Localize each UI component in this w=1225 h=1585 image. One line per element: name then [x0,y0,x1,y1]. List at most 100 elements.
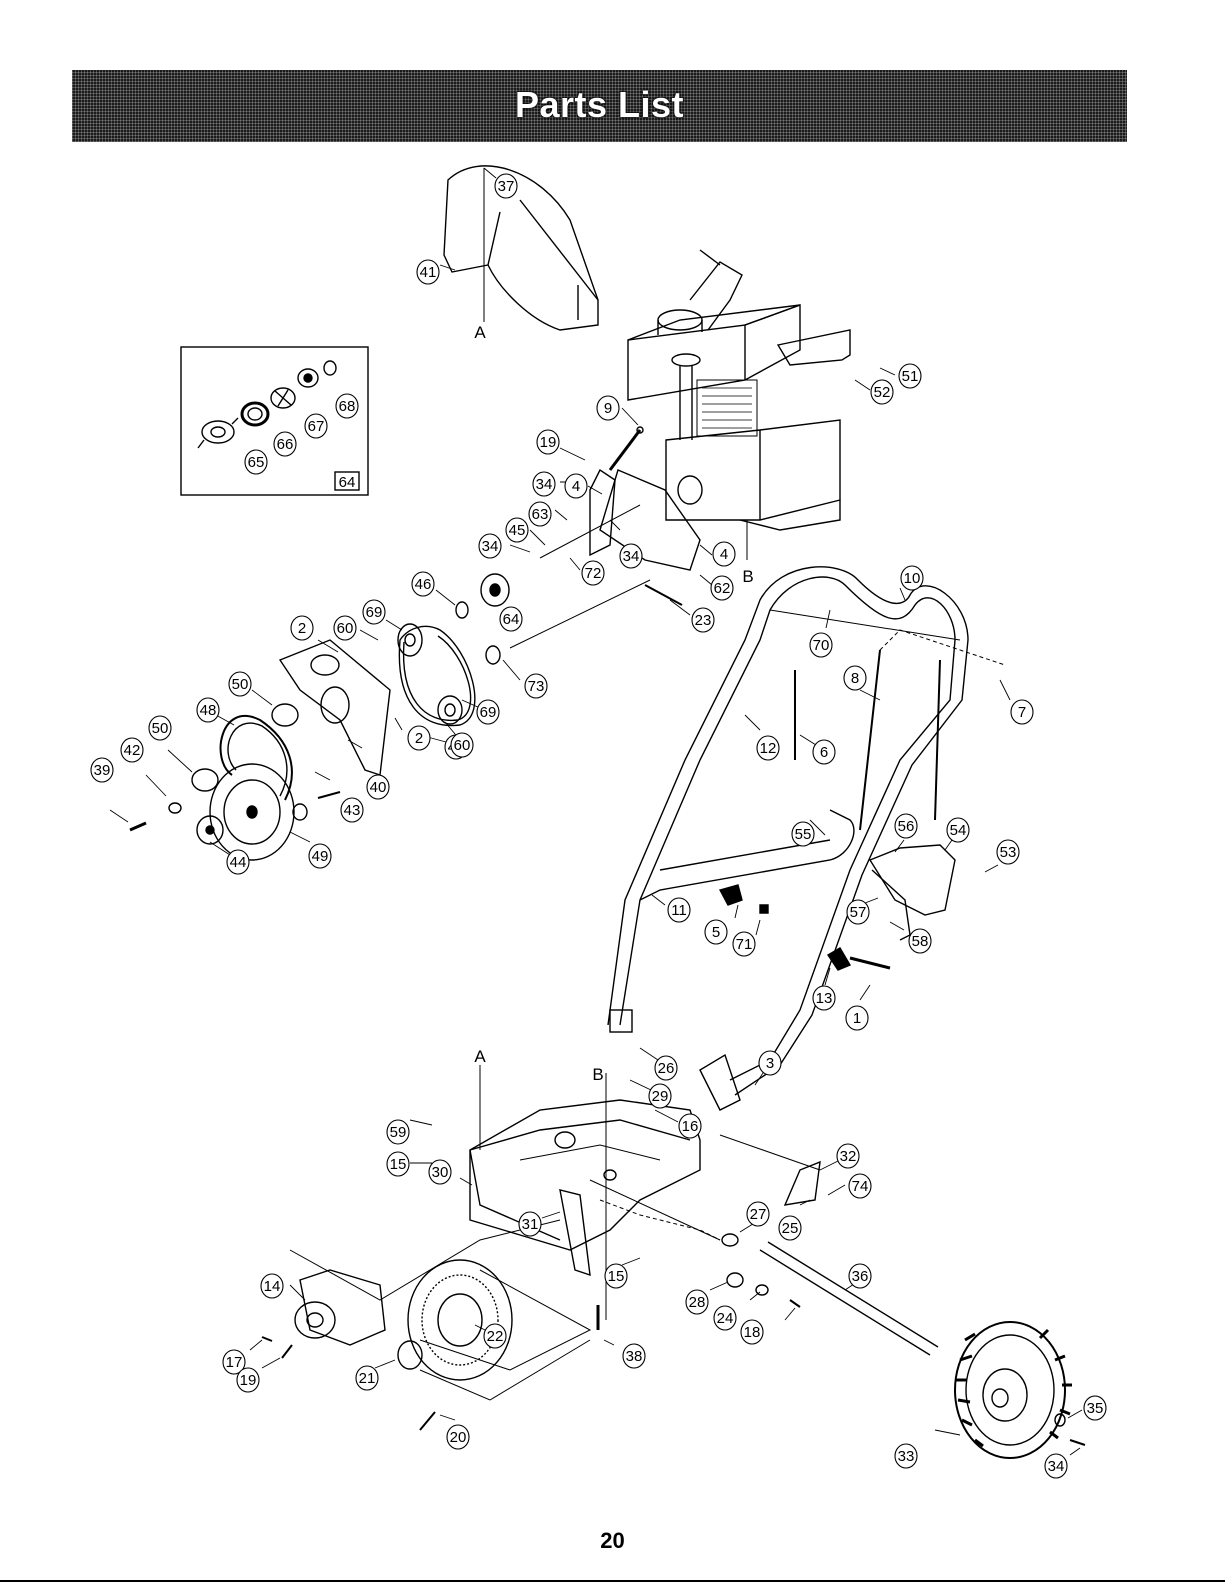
callout-1: 1 [846,1006,868,1030]
callout-number: 24 [717,1310,734,1327]
callout-number: 38 [626,1348,643,1365]
callout-56: 56 [895,814,917,838]
belt-cover [444,166,598,330]
callout-number: 51 [902,368,919,385]
callout-number: 55 [795,826,812,843]
callout-number: 54 [950,822,967,839]
frame-assembly [470,520,820,1320]
callout-number: 50 [152,720,169,737]
callout-number: 66 [277,436,294,453]
page-number: 20 [0,1528,1225,1554]
engine-mount-plate [540,427,700,605]
callout-number: 19 [240,1372,257,1389]
callout-number: 34 [623,548,640,565]
callout-number: 48 [200,702,217,719]
callout-number: 43 [344,802,361,819]
callout-number: 53 [1000,844,1017,861]
callout-2: 2 [291,616,313,640]
callout-45: 45 [506,518,528,542]
callout-number: 1 [853,1010,861,1027]
callout-number: 44 [230,854,247,871]
callout-number: 64 [503,611,520,628]
callout-number: 42 [124,742,141,759]
callout-29: 29 [649,1084,671,1108]
axle-wheel-assembly [722,1234,1085,1458]
callout-36: 36 [849,1264,871,1288]
callout-33: 33 [895,1444,917,1468]
callout-55: 55 [792,822,814,846]
callout-number: 27 [750,1206,767,1223]
gearbox-assembly [262,1220,598,1430]
callout-72: 72 [582,561,604,585]
callout-12: 12 [757,736,779,760]
callout-number: 29 [652,1088,669,1105]
callout-number: 68 [339,398,356,415]
callout-42: 42 [121,738,143,762]
callout-number: 22 [487,1328,504,1345]
callout-number: 19 [540,434,557,451]
callout-22: 22 [484,1324,506,1348]
callout-27: 27 [747,1202,769,1226]
callout-number: 21 [359,1370,376,1387]
callout-number: 60 [454,737,471,754]
callout-number: 18 [744,1324,761,1341]
callout-number: 5 [712,924,720,941]
callout-number: 9 [604,400,612,417]
callout-7: 7 [1011,700,1033,724]
callout-19: 19 [537,430,559,454]
callout-number: 71 [736,936,753,953]
callout-69: 69 [477,700,499,724]
callout-number: 65 [248,454,265,471]
inset-callout-66: 66 [274,432,296,456]
callout-53: 53 [997,840,1019,864]
callout-number: 16 [682,1118,699,1135]
callout-number: 57 [850,904,867,921]
callout-layer: 3741515291934463453434724622346646960273… [91,174,1106,1478]
callout-43: 43 [341,798,363,822]
callout-number: 41 [420,264,437,281]
callout-number: 32 [840,1148,857,1165]
callout-8: 8 [844,666,866,690]
callout-20: 20 [447,1425,469,1449]
inset-assembly-64: 64 [181,347,368,495]
callout-number: 69 [366,604,383,621]
callout-number: 46 [415,576,432,593]
callout-6: 6 [813,740,835,764]
callout-number: 50 [232,676,249,693]
callout-39: 39 [91,758,113,782]
callout-number: 14 [264,1278,281,1295]
callout-number: 12 [760,740,777,757]
callout-5: 5 [705,920,727,944]
inset-callout-65: 65 [245,450,267,474]
callout-57: 57 [847,900,869,924]
callout-73: 73 [525,674,547,698]
callout-18: 18 [741,1320,763,1344]
callout-number: 35 [1087,1400,1104,1417]
callout-15: 15 [605,1264,627,1288]
callout-19: 19 [237,1368,259,1392]
callout-9: 9 [597,396,619,420]
inset-label: 64 [339,474,356,491]
callout-44: 44 [227,850,249,874]
callout-50: 50 [229,672,251,696]
callout-number: 72 [585,565,602,582]
callout-11: 11 [668,898,690,922]
callout-number: 34 [1048,1458,1065,1475]
callout-number: 3 [766,1055,774,1072]
callout-2: 2 [408,726,430,750]
callout-number: 34 [536,476,553,493]
callout-number: 17 [226,1354,243,1371]
callout-34: 34 [1045,1454,1067,1478]
reference-letter-b: B [742,567,753,586]
callout-52: 52 [871,380,893,404]
callout-number: 39 [94,762,111,779]
inset-callout-67: 67 [305,414,327,438]
reference-letter-a: A [474,1047,486,1066]
callout-number: 23 [695,612,712,629]
callout-23: 23 [692,608,714,632]
callout-32: 32 [837,1144,859,1168]
callout-number: 13 [816,990,833,1007]
callout-70: 70 [810,633,832,657]
callout-60: 60 [451,733,473,757]
callout-number: 60 [337,620,354,637]
